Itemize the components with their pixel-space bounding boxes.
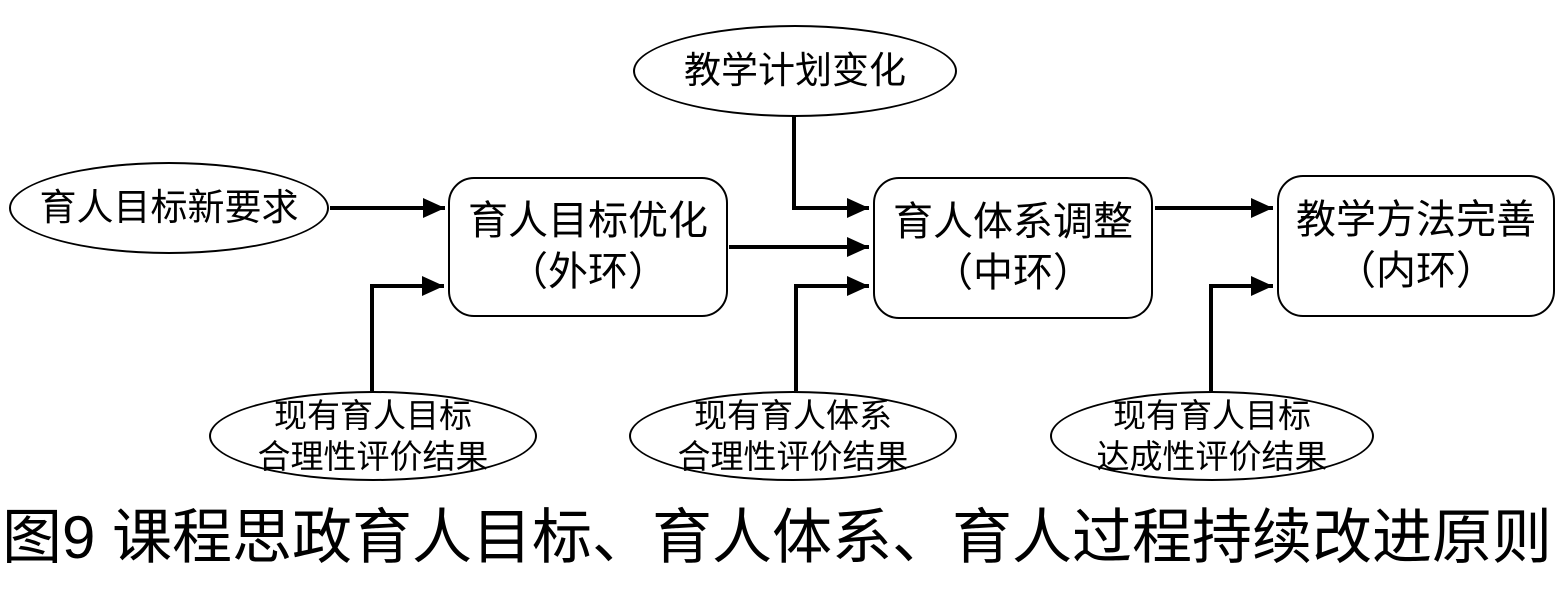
node-goal-optimization-line2: （外环）	[508, 250, 668, 294]
node-method-improvement-line2: （内环）	[1336, 249, 1496, 293]
node-goal-attainment-eval-line2: 达成性评价结果	[1096, 438, 1328, 475]
node-system-rationality-eval-line1: 现有育人体系	[694, 396, 892, 434]
node-system-rationality-eval-line2: 合理性评价结果	[677, 438, 909, 475]
node-goal-rationality-eval: 现有育人目标 合理性评价结果	[209, 391, 537, 481]
node-system-adjustment-line1: 育人体系调整	[893, 199, 1133, 244]
node-goal-attainment-eval: 现有育人目标 达成性评价结果	[1050, 391, 1374, 481]
node-new-goal-requirement-label: 育人目标新要求	[39, 186, 299, 228]
node-system-adjustment-line2: （中环）	[933, 251, 1093, 295]
node-method-improvement-line1: 教学方法完善	[1296, 197, 1536, 242]
figure-caption: 图9 课程思政育人目标、育人体系、育人过程持续改进原则	[2, 504, 1553, 571]
node-goal-attainment-eval-line1: 现有育人目标	[1113, 396, 1311, 434]
arrow-teaching-plan-change-to-system-adjustment	[792, 116, 869, 218]
node-goal-optimization: 育人目标优化 （外环）	[448, 177, 728, 317]
node-system-rationality-eval: 现有育人体系 合理性评价结果	[629, 391, 957, 481]
arrow-goal-attainment-eval-to-method-improvement	[1209, 276, 1273, 391]
node-goal-rationality-eval-line1: 现有育人目标	[274, 396, 472, 434]
node-teaching-plan-change: 教学计划变化	[633, 25, 957, 117]
node-goal-rationality-eval-line2: 合理性评价结果	[257, 438, 489, 475]
node-new-goal-requirement: 育人目标新要求	[9, 162, 329, 254]
arrow-goal-rationality-eval-to-goal-optimization	[370, 276, 444, 391]
node-teaching-plan-change-label: 教学计划变化	[684, 49, 906, 91]
arrow-system-rationality-eval-to-system-adjustment	[794, 276, 869, 391]
node-method-improvement: 教学方法完善 （内环）	[1277, 175, 1555, 317]
node-goal-optimization-line1: 育人目标优化	[468, 198, 708, 243]
node-system-adjustment: 育人体系调整 （中环）	[873, 177, 1153, 319]
